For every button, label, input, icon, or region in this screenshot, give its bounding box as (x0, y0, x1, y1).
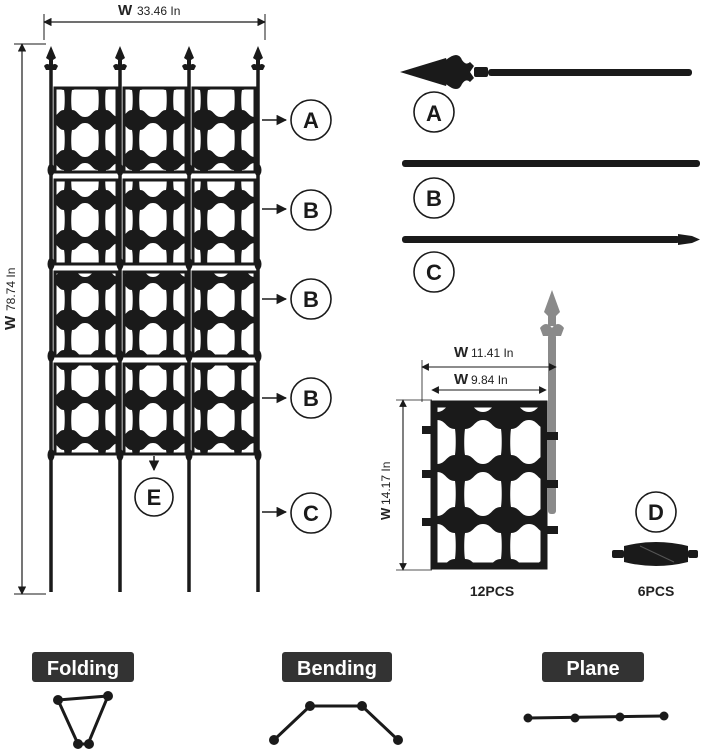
callout-a-top: A (262, 99, 332, 141)
svg-text:D: D (648, 500, 664, 525)
part-d-badge: D (635, 491, 677, 533)
part-b-badge: B (413, 177, 455, 219)
svg-text:B: B (303, 198, 319, 223)
overall-width-value: 33.46 In (137, 4, 180, 18)
panel-detail (422, 400, 558, 570)
callout-c-bottom: C (262, 492, 332, 534)
overall-width-dimension: W 33.46 In (43, 2, 266, 40)
folding-icon (53, 691, 113, 749)
part-a-badge: A (413, 91, 455, 133)
ghost-stake (540, 290, 564, 514)
svg-text:W: W (454, 371, 469, 388)
overall-height-dimension: W 78.74 In (2, 43, 46, 595)
stake-4 (251, 46, 265, 592)
svg-text:Folding: Folding (47, 658, 119, 680)
callout-b-row4: B (262, 377, 332, 419)
svg-text:E: E (147, 485, 162, 510)
svg-text:B: B (303, 287, 319, 312)
panel-count: 12PCS (470, 583, 514, 599)
svg-text:A: A (426, 101, 442, 126)
stake-2 (113, 46, 127, 592)
mode-folding: Folding (32, 652, 134, 749)
svg-text:Plane: Plane (566, 658, 619, 680)
panel-height-value: 14.17 In (379, 462, 393, 505)
svg-text:Bending: Bending (297, 658, 377, 680)
overall-height-value: 78.74 In (4, 268, 18, 311)
panel-inner-width-value: 9.84 In (471, 373, 508, 387)
stake-1 (44, 46, 58, 592)
overall-height-prefix: W (2, 315, 19, 330)
plane-icon (523, 711, 669, 723)
connector-count: 6PCS (638, 583, 675, 599)
svg-text:C: C (303, 501, 319, 526)
plane-tag (542, 652, 644, 682)
part-d-connector (612, 542, 698, 566)
mode-plane: Plane (523, 652, 669, 723)
part-a-spear-stake (400, 55, 692, 89)
overall-width-prefix: W (118, 2, 133, 19)
svg-text:B: B (303, 386, 319, 411)
callout-b-row3: B (262, 278, 332, 320)
mode-bending: Bending (269, 652, 403, 745)
svg-text:C: C (426, 260, 442, 285)
part-c-pointed-rod (402, 234, 700, 245)
svg-text:W: W (454, 344, 469, 361)
svg-text:A: A (303, 108, 319, 133)
bending-tag (282, 652, 392, 682)
callout-b-row2: B (262, 189, 332, 231)
part-c-badge: C (413, 251, 455, 293)
panel-inner-width-dimension: W 9.84 In (431, 370, 547, 394)
svg-text:B: B (426, 186, 442, 211)
part-b-rod (402, 160, 700, 167)
panel-outer-width-dimension: W 11.41 In (421, 344, 557, 402)
panel-outer-width-value: 11.41 In (471, 346, 513, 360)
stake-3 (182, 46, 196, 592)
panel-grid (53, 86, 257, 456)
bending-icon (269, 701, 403, 745)
svg-text:W: W (378, 507, 393, 520)
panel-height-dimension: W 14.17 In (378, 399, 432, 571)
callout-e-connector: E (134, 456, 174, 517)
trellis-assembly (44, 46, 265, 592)
folding-tag (32, 652, 134, 682)
